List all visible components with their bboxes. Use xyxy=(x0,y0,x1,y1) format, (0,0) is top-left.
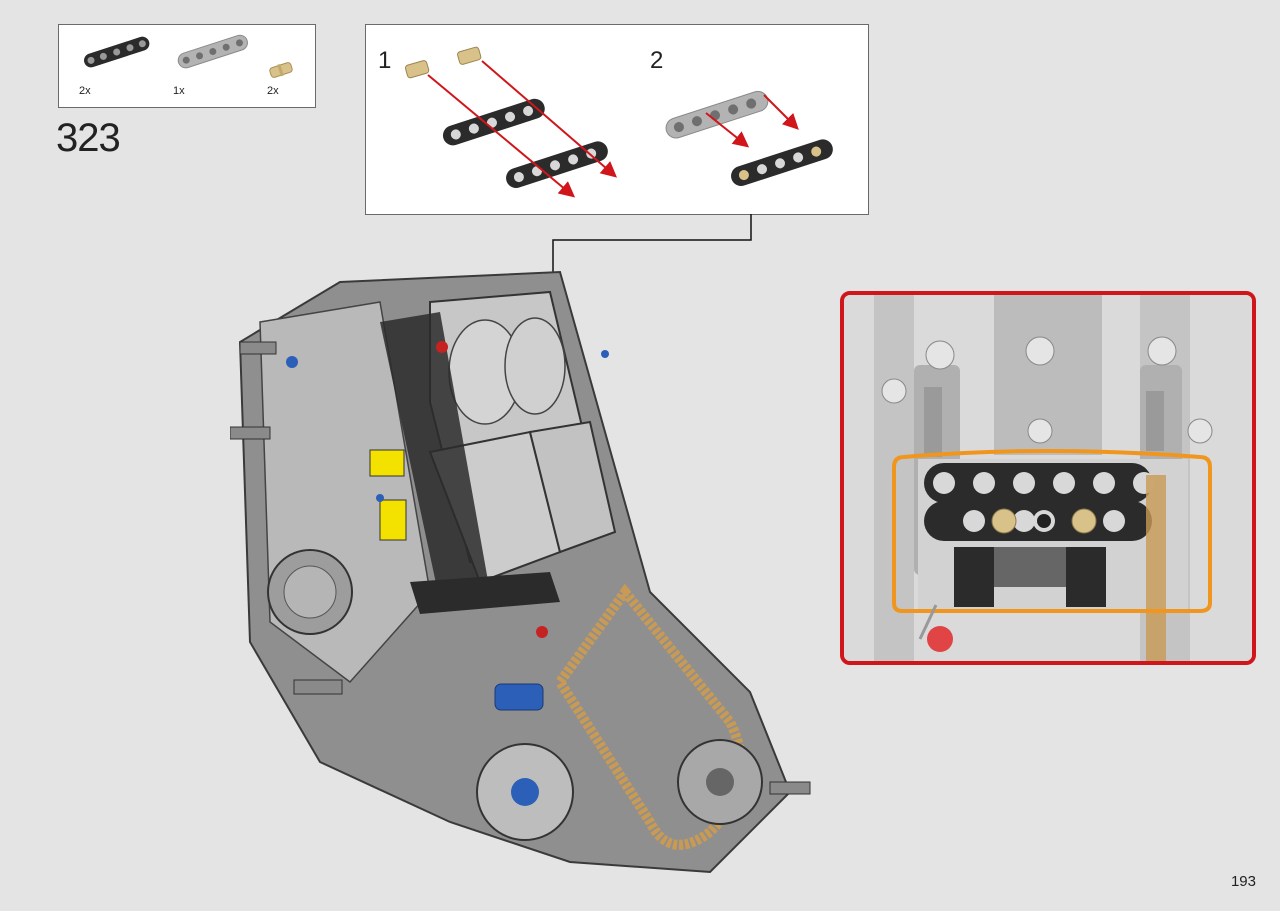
model-illustration xyxy=(230,270,811,874)
substep-1-drawing xyxy=(404,46,618,198)
part-count-3: 2x xyxy=(267,85,279,97)
part-count-2: 1x xyxy=(173,85,185,97)
grey-beam-5-icon xyxy=(177,34,248,69)
page-number: 193 xyxy=(1230,873,1256,890)
substep-label-1: 1 xyxy=(378,47,392,74)
substep-2-drawing xyxy=(665,90,833,186)
callout-illustration xyxy=(844,295,1252,661)
tan-pin-icon xyxy=(269,62,293,78)
substep-label-2: 2 xyxy=(650,47,664,74)
part-count-1: 2x xyxy=(79,85,91,97)
black-beam-5-icon xyxy=(84,36,150,68)
step-number: 323 xyxy=(56,116,121,160)
substep-illustration xyxy=(404,46,833,198)
substep-box: 1 2 xyxy=(365,24,869,215)
parts-list-box: 2x 1x 2x xyxy=(58,24,316,108)
akrapovic-logo-icon xyxy=(924,387,1164,457)
callout-zoom-panel xyxy=(840,291,1256,665)
